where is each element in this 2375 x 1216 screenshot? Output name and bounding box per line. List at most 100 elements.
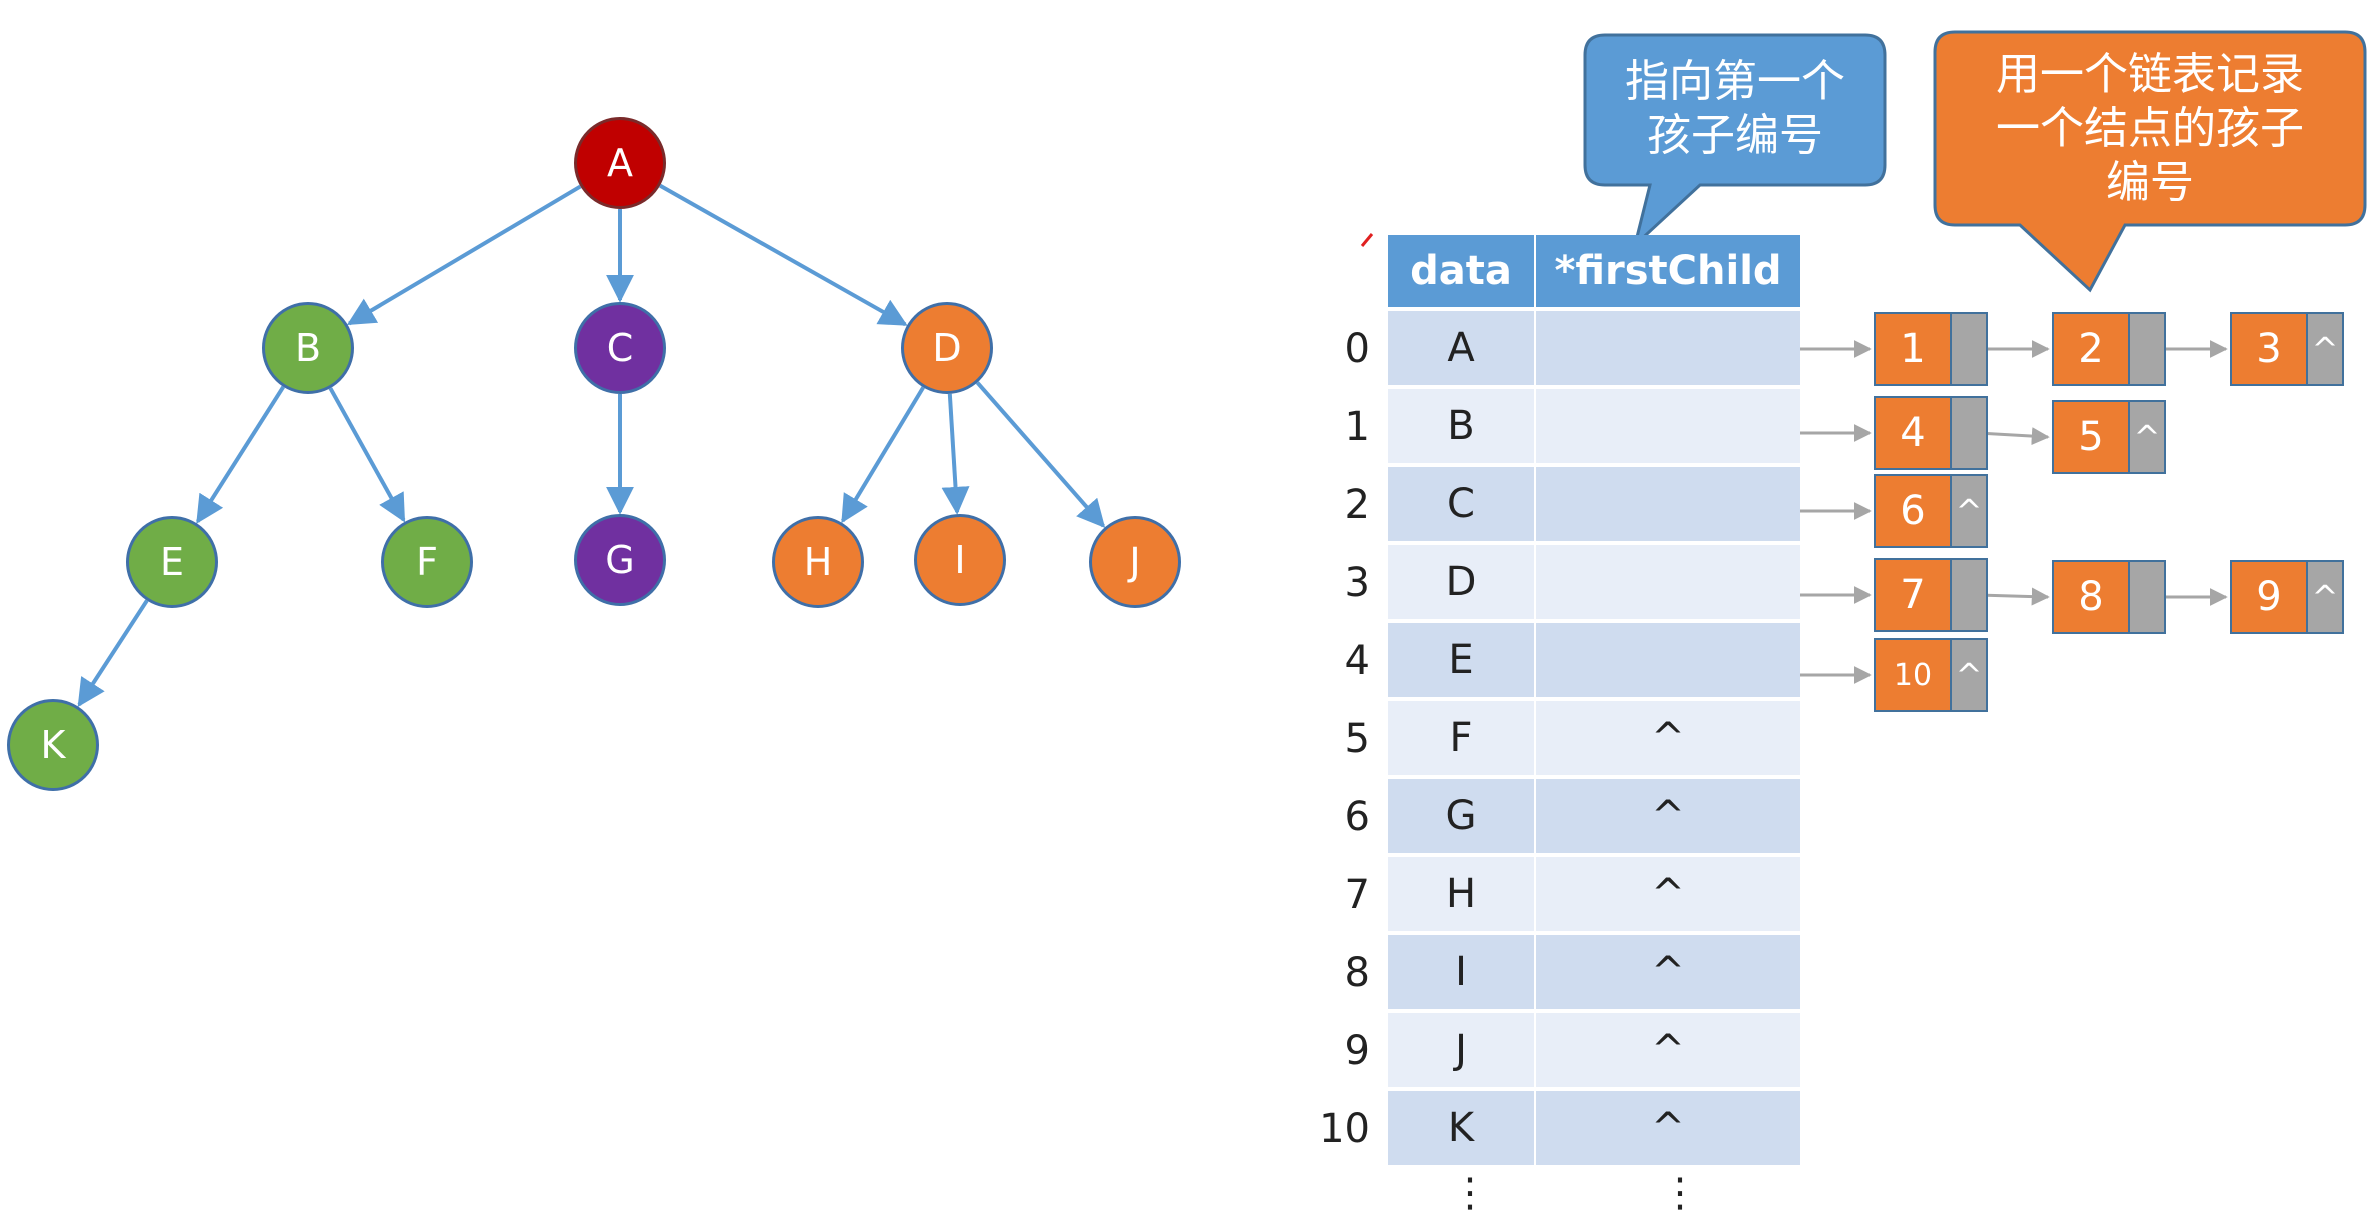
list-node-8: 8 (2052, 560, 2166, 634)
tree-node-h: H (772, 516, 864, 608)
list-node-next-pointer (2130, 314, 2164, 384)
tree-node-i: I (914, 514, 1006, 606)
cell-first-child (1536, 311, 1800, 385)
row-index: 8 (1344, 950, 1370, 996)
row-index: 3 (1344, 560, 1370, 606)
cell-first-child: ^ (1536, 857, 1800, 931)
tree-edge-b-e (196, 385, 286, 524)
list-node-next-pointer (1952, 398, 1986, 468)
list-node-null-pointer: ^ (2308, 562, 2342, 632)
tree-node-f: F (381, 516, 473, 608)
cell-data: B (1388, 389, 1534, 463)
row-index: 5 (1344, 716, 1370, 762)
cell-first-child (1536, 389, 1800, 463)
callout-child-list-line3: 编号 (2106, 157, 2194, 208)
red-tick (1360, 233, 1374, 247)
list-node-2: 2 (2052, 312, 2166, 386)
cell-first-child: ^ (1536, 779, 1800, 853)
tree-edge-b-f (328, 387, 406, 523)
pointer-7-to-8 (1977, 587, 2050, 606)
list-node-value: 5 (2054, 402, 2130, 472)
header-data: data (1388, 235, 1534, 307)
cell-data: G (1388, 779, 1534, 853)
tree-node-c: C (574, 302, 666, 394)
cell-first-child (1536, 467, 1800, 541)
list-node-value: 10 (1876, 640, 1952, 710)
list-node-null-pointer: ^ (1952, 476, 1986, 546)
list-node-value: 6 (1876, 476, 1952, 546)
cell-data: E (1388, 623, 1534, 697)
tree-edge-d-h (841, 386, 925, 524)
cell-data: J (1388, 1013, 1534, 1087)
tree-node-a: A (574, 117, 666, 209)
table-ellipsis-index: ⋮ (1450, 1170, 1490, 1216)
row-index: 7 (1344, 872, 1370, 918)
list-node-value: 3 (2232, 314, 2308, 384)
cell-data: F (1388, 701, 1534, 775)
cell-first-child (1536, 623, 1800, 697)
callout-first-child-line1: 指向第一个 (1625, 56, 1845, 107)
list-node-value: 7 (1876, 560, 1952, 630)
pointer-4-to-5 (1977, 427, 2050, 446)
tree-node-k: K (7, 699, 99, 791)
list-node-value: 8 (2054, 562, 2130, 632)
row-index: 9 (1344, 1028, 1370, 1074)
list-node-9: 9^ (2230, 560, 2344, 634)
tree-node-g: G (574, 514, 666, 606)
list-node-5: 5^ (2052, 400, 2166, 474)
tree-edge-d-i (941, 393, 970, 515)
cell-first-child: ^ (1536, 1013, 1800, 1087)
table-ellipsis-child: ⋮ (1660, 1170, 1700, 1216)
list-node-value: 9 (2232, 562, 2308, 632)
tree-edge-d-j (975, 381, 1106, 529)
row-index: 0 (1344, 326, 1370, 372)
cell-first-child (1536, 545, 1800, 619)
list-node-7: 7 (1874, 558, 1988, 632)
tree-node-d: D (901, 302, 993, 394)
tree-edge-a-b (346, 184, 582, 326)
callout-child-list-line1: 用一个链表记录 (1996, 49, 2304, 100)
row-index: 1 (1344, 404, 1370, 450)
tree-edge-a-d (659, 183, 908, 327)
list-node-4: 4 (1874, 396, 1988, 470)
row-index: 6 (1344, 794, 1370, 840)
tree-node-j: J (1089, 516, 1181, 608)
cell-first-child: ^ (1536, 935, 1800, 1009)
list-node-next-pointer (1952, 314, 1986, 384)
list-node-next-pointer (2130, 562, 2164, 632)
cell-data: K (1388, 1091, 1534, 1165)
list-node-null-pointer: ^ (1952, 640, 1986, 710)
list-node-null-pointer: ^ (2308, 314, 2342, 384)
callout-first-child: 指向第一个 孩子编号 (1590, 55, 1880, 163)
tree-edges (77, 183, 1106, 708)
header-first-child: *firstChild (1536, 235, 1800, 307)
cell-first-child: ^ (1536, 1091, 1800, 1165)
callout-child-list-line2: 一个结点的孩子 (1996, 103, 2304, 154)
list-node-10: 10^ (1874, 638, 1988, 712)
callout-child-list: 用一个链表记录 一个结点的孩子 编号 (1940, 48, 2360, 210)
cell-data: A (1388, 311, 1534, 385)
list-node-next-pointer (1952, 560, 1986, 630)
list-node-6: 6^ (1874, 474, 1988, 548)
cell-data: H (1388, 857, 1534, 931)
row-index: 10 (1319, 1106, 1370, 1152)
list-node-value: 2 (2054, 314, 2130, 384)
list-node-value: 1 (1876, 314, 1952, 384)
list-node-null-pointer: ^ (2130, 402, 2164, 472)
list-node-1: 1 (1874, 312, 1988, 386)
tree-node-e: E (126, 516, 218, 608)
row-index: 4 (1344, 638, 1370, 684)
callout-first-child-shape (1583, 33, 1887, 250)
tree-edge-e-k (77, 599, 149, 708)
cell-data: C (1388, 467, 1534, 541)
tree-node-b: B (262, 302, 354, 394)
cell-data: D (1388, 545, 1534, 619)
callout-first-child-line2: 孩子编号 (1647, 110, 1823, 161)
list-node-value: 4 (1876, 398, 1952, 468)
callout-child-list-shape (1933, 30, 2367, 293)
cell-data: I (1388, 935, 1534, 1009)
row-index: 2 (1344, 482, 1370, 528)
cell-first-child: ^ (1536, 701, 1800, 775)
